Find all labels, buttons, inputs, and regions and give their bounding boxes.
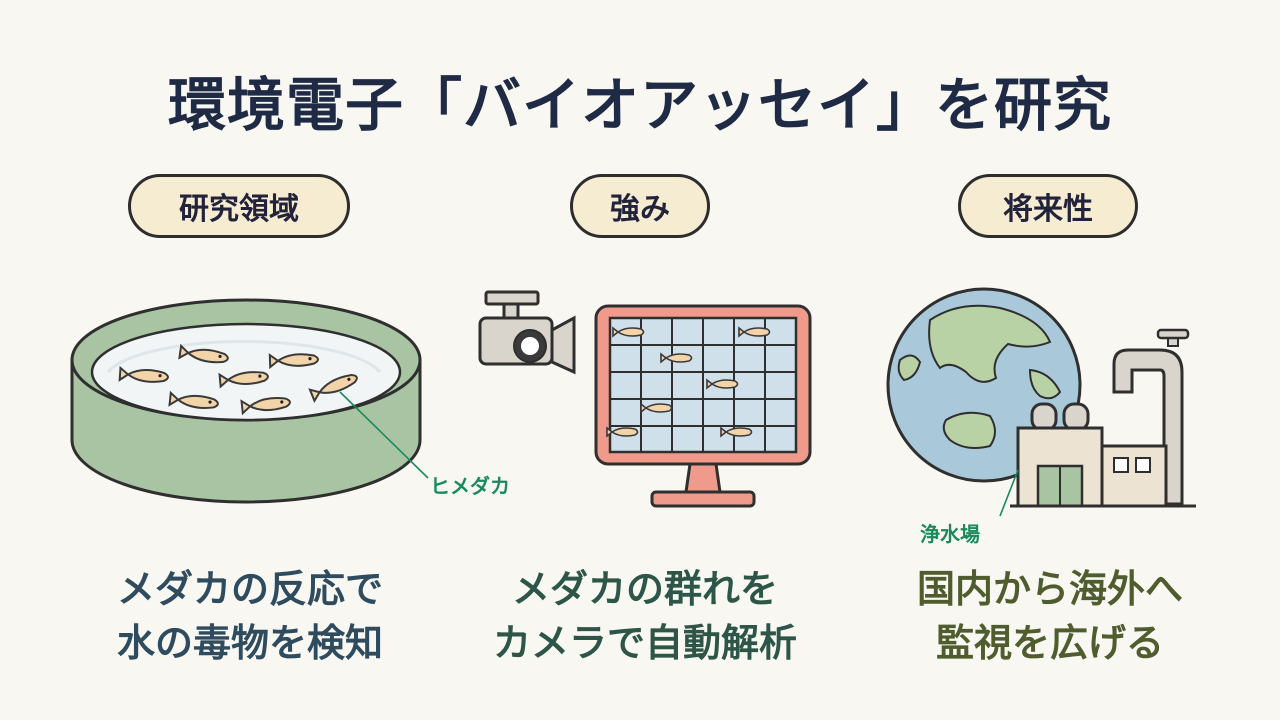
description-strengths: メダカの群れを カメラで自動解析 xyxy=(450,562,840,670)
description-future: 国内から海外へ 監視を広げる xyxy=(860,562,1240,670)
camera-icon xyxy=(478,290,576,375)
fish-tank-icon xyxy=(70,298,429,504)
description-line: 国内から海外へ xyxy=(916,567,1183,611)
monitor-icon xyxy=(594,304,812,508)
callout-line xyxy=(339,391,429,479)
description-line: 監視を広げる xyxy=(935,621,1164,665)
description-line: カメラで自動解析 xyxy=(492,621,797,665)
header-future: 将来性 xyxy=(958,174,1138,238)
description-line: 水の毒物を検知 xyxy=(116,621,383,665)
callout-label-water-plant: 浄水場 xyxy=(920,522,980,546)
description-line: メダカの群れを xyxy=(511,567,778,611)
page-title: 環境電子「バイオアッセイ」を研究 xyxy=(167,71,1112,139)
callout-line xyxy=(999,469,1019,517)
water-plant-icon xyxy=(999,402,1196,517)
callout-label-medaka: ヒメダカ xyxy=(430,474,510,498)
description-research-area: メダカの反応で 水の毒物を検知 xyxy=(60,562,440,670)
description-line: メダカの反応で xyxy=(116,567,383,611)
header-research-area: 研究領域 xyxy=(128,174,350,238)
header-strengths: 強み xyxy=(570,174,710,238)
